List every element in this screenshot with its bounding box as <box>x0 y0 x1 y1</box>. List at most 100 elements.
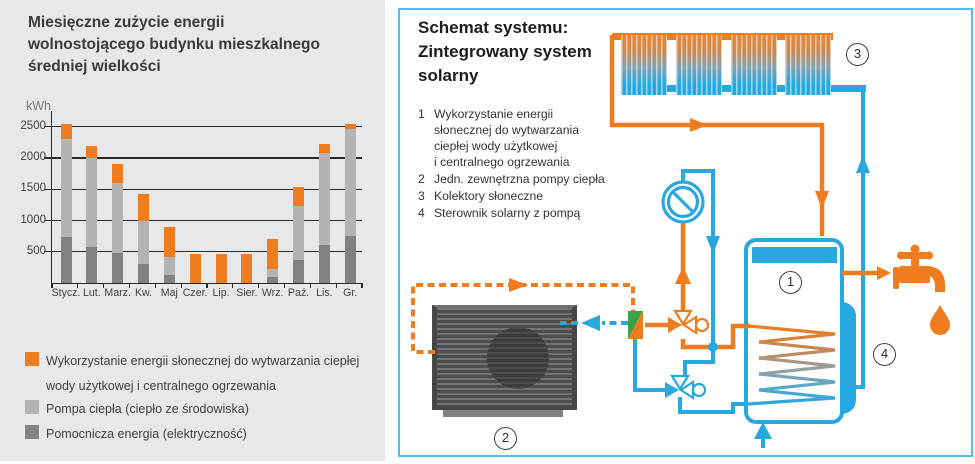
schematic-legend-item: 1 Wykorzystanie energii słonecznej do wy… <box>418 106 648 170</box>
legend-swatch-heatpump <box>25 400 39 414</box>
item-number: 1 <box>418 107 425 121</box>
y-axis-label: 500 <box>26 244 46 257</box>
diagram-marker-controller: 4 <box>873 343 896 366</box>
bar-segment <box>86 145 98 159</box>
y-axis-tick <box>44 219 51 222</box>
x-axis-tick <box>154 283 156 288</box>
y-axis-tick <box>44 188 51 190</box>
x-axis-label: Lis. <box>316 287 333 299</box>
tank-coil-icon <box>747 324 836 406</box>
x-axis-label: Maj <box>160 287 178 299</box>
legend-swatch-solar <box>25 352 39 366</box>
bar-segment <box>318 153 330 245</box>
heat-pump-base <box>443 410 563 417</box>
gridline <box>52 157 362 159</box>
y-axis-label: 1500 <box>20 182 46 195</box>
bar-segment <box>318 144 330 154</box>
flow-arrow-right-icon <box>509 278 528 292</box>
cold-water-inlet-arrow-icon <box>754 422 772 439</box>
x-axis-tick <box>335 283 337 288</box>
bar-segment <box>293 187 304 207</box>
water-drop-icon <box>930 305 950 335</box>
bar-segment <box>267 276 279 283</box>
bar-segment <box>60 237 72 283</box>
bar-segment <box>86 158 98 247</box>
solar-collector-panel <box>785 35 831 95</box>
solar-collector-panel <box>731 35 777 95</box>
bar-segment <box>112 164 124 184</box>
legend-label-solar: Wykorzystanie energii słonecznej do wytw… <box>46 354 360 393</box>
flow-arrow-right-icon <box>690 118 708 132</box>
x-axis-tick <box>283 283 286 288</box>
diagram-marker-tank: 1 <box>779 271 802 294</box>
three-way-valve-cold-icon <box>665 374 707 401</box>
x-axis-label: Gr. <box>343 287 358 299</box>
y-axis-label: 1000 <box>20 213 46 226</box>
pipe-junction-dot <box>708 342 718 352</box>
chart-title: Miesięczne zużycie energii wolnostojąceg… <box>28 14 320 75</box>
bar-segment <box>163 274 175 283</box>
gridline <box>52 219 362 222</box>
item-text: Jedn. zewnętrzna pompy ciepła <box>434 172 605 186</box>
item-text: Kolektory słoneczne <box>434 189 544 203</box>
y-axis-line <box>51 111 53 284</box>
heat-pump-hot-loop-dashed <box>411 278 635 354</box>
y-axis-tick <box>44 126 51 128</box>
tank-top-band <box>751 247 837 263</box>
schematic-legend-item: 3 Kolektory słoneczne <box>418 188 648 204</box>
bar-segment <box>241 254 253 283</box>
legend-label-heatpump: Pompa ciepła (ciepło ze środowiska) <box>46 402 249 416</box>
heat-pump-cold-loop-dashed <box>560 315 628 331</box>
gridline <box>52 188 362 190</box>
gridline <box>52 126 362 128</box>
diagram-marker-heat-pump: 2 <box>494 427 517 450</box>
legend-item-solar: Wykorzystanie energii słonecznej do wytw… <box>25 349 381 399</box>
bar-segment <box>267 268 279 277</box>
faucet-icon <box>893 244 950 335</box>
x-axis-tick <box>51 283 53 288</box>
bar-segment <box>318 244 330 283</box>
bar-segment <box>163 227 175 257</box>
bar-segment <box>163 256 175 275</box>
legend-item-auxiliary: Pomocnicza energia (elektryczność) <box>25 422 381 447</box>
x-axis-tick <box>258 283 260 288</box>
bar-segment <box>86 246 98 283</box>
legend-label-auxiliary: Pomocnicza energia (elektryczność) <box>46 427 247 441</box>
x-axis-tick <box>361 283 363 288</box>
bar-segment <box>344 128 356 237</box>
flow-arrow-right-icon <box>877 266 891 280</box>
three-way-valve-hot-icon <box>668 309 710 336</box>
schematic-legend-list: 1 Wykorzystanie energii słonecznej do wy… <box>418 106 648 222</box>
heat-exchanger-icon <box>628 311 643 339</box>
y-axis-label: 2500 <box>20 119 46 132</box>
collector-hot-manifold <box>612 33 833 40</box>
y-axis-tick <box>44 251 51 253</box>
bar-segment <box>344 236 356 283</box>
x-axis-label: Kw. <box>134 287 153 299</box>
x-axis-label: Marz. <box>104 287 131 299</box>
solar-collector-panel <box>621 35 667 95</box>
solar-system-schematic-panel: Schemat systemu: Zintegrowany system sol… <box>398 8 973 457</box>
x-axis-label: Wrz. <box>261 287 284 299</box>
x-axis-label: Sier. <box>236 287 258 299</box>
bar-segment <box>138 264 149 283</box>
x-axis-tick <box>77 283 79 288</box>
hot-water-outlet <box>842 266 891 280</box>
circulation-pump-icon <box>661 180 705 224</box>
flow-arrow-up-icon <box>856 155 870 173</box>
x-axis-label: Czer. <box>182 287 208 299</box>
schematic-legend-item: 4 Sterownik solarny z pompą <box>418 205 648 221</box>
bar-segment <box>293 206 304 260</box>
heat-pump-outdoor-unit <box>432 305 577 410</box>
x-axis-label: Lip. <box>212 287 230 299</box>
bar-segment <box>112 183 124 254</box>
y-axis-tick <box>44 157 51 159</box>
x-axis-tick <box>232 283 234 288</box>
fan-icon <box>487 327 549 389</box>
bar-segment <box>60 123 72 140</box>
bar-segment <box>60 139 72 238</box>
item-number: 2 <box>418 172 425 186</box>
x-axis-label: Paź. <box>287 287 310 299</box>
flow-arrow-left-icon <box>581 315 600 331</box>
